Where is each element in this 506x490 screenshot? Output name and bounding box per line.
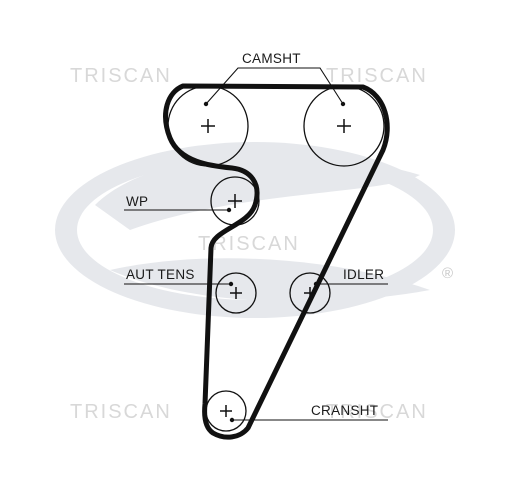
watermark-top-right: TRISCAN <box>326 65 428 87</box>
water-pump-leader <box>124 207 232 213</box>
pulley-plus-icon <box>201 119 215 133</box>
crankshaft-leader <box>229 417 388 423</box>
water-pump-pulley <box>210 176 260 226</box>
gates-logo-watermark <box>55 142 455 318</box>
watermark-center: TRISCAN <box>198 233 300 255</box>
label-water-pump: WP <box>126 194 148 209</box>
idler-pulley <box>289 272 331 314</box>
pulley-plus-icon <box>337 119 351 133</box>
pulley-plus-icon <box>304 287 316 299</box>
watermark-bottom-right: TRISCAN <box>326 401 428 423</box>
registered-mark: ® <box>442 265 453 282</box>
crankshaft-pulley <box>205 390 247 432</box>
timing-belt <box>163 83 390 440</box>
auto-tensioner-pulley <box>215 272 257 314</box>
label-auto-tensioner: AUT TENS <box>126 267 195 282</box>
watermark-top-left: TRISCAN <box>70 65 172 87</box>
camshaft-pulley-right <box>303 85 385 167</box>
label-camshaft: CAMSHT <box>242 51 301 66</box>
pulley-plus-icon <box>228 194 242 208</box>
label-idler: IDLER <box>343 267 384 282</box>
pulley-plus-icon <box>220 405 232 417</box>
camshaft-pulley-left <box>167 85 249 167</box>
label-crankshaft: CRANSHT <box>311 403 378 418</box>
camshaft-leader <box>203 67 346 107</box>
auto-tensioner-leader <box>124 281 234 287</box>
pulley-plus-icon <box>230 287 242 299</box>
watermark-bottom-left: TRISCAN <box>70 401 172 423</box>
idler-leader <box>313 281 388 287</box>
